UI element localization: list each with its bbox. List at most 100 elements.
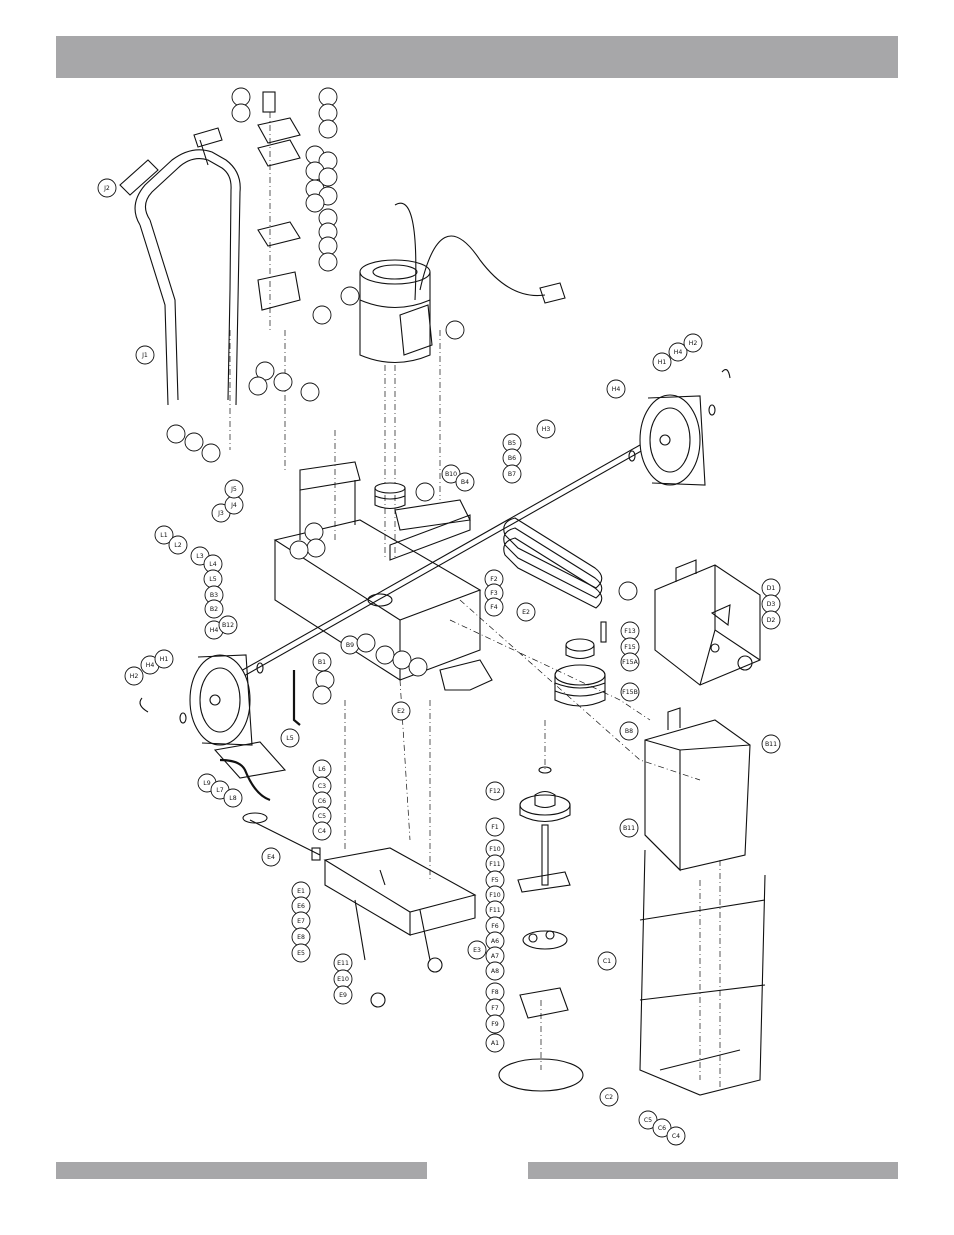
callout-h2: H2 <box>684 334 702 352</box>
callout-l6: L6 <box>313 760 331 778</box>
callout-e2: E2 <box>517 603 535 621</box>
callout-l5: L5 <box>204 570 222 588</box>
callout-blank <box>307 539 325 557</box>
callout-l5: L5 <box>281 729 299 747</box>
callout-text: C4 <box>672 1133 680 1140</box>
callout-blank <box>319 104 337 122</box>
callout-text: F3 <box>490 590 498 597</box>
callout-text: B6 <box>508 455 516 462</box>
callout-text: H4 <box>612 386 621 393</box>
callout-text: A6 <box>491 938 499 945</box>
callout-text: B2 <box>210 606 218 613</box>
callout-a8: A8 <box>486 962 504 980</box>
callout-blank <box>393 651 411 669</box>
callout-blank <box>167 425 185 443</box>
callout-circle <box>619 582 637 600</box>
callout-blank <box>301 383 319 401</box>
handle-assembly <box>120 128 240 405</box>
callout-f11: F11 <box>486 901 504 919</box>
callout-b2: B2 <box>205 600 223 618</box>
callout-blank <box>319 237 337 255</box>
callout-c1: C1 <box>598 952 616 970</box>
callout-f15b: F15B <box>621 683 639 701</box>
callout-circle <box>409 658 427 676</box>
callout-circle <box>232 104 250 122</box>
callout-f13: F13 <box>621 622 639 640</box>
callout-text: E6 <box>297 903 305 910</box>
callout-text: E3 <box>473 947 481 954</box>
callout-text: L8 <box>229 795 236 802</box>
callout-text: F4 <box>490 604 498 611</box>
callout-text: F15 <box>624 644 635 651</box>
callout-e9: E9 <box>334 986 352 1004</box>
callout-text: F10 <box>489 846 500 853</box>
footer-bar-right <box>528 1162 898 1179</box>
callout-circle <box>341 287 359 305</box>
callout-text: B1 <box>318 659 326 666</box>
callout-a1: A1 <box>486 1034 504 1052</box>
callout-circle <box>306 194 324 212</box>
callout-text: H4 <box>210 627 219 634</box>
callout-text: B9 <box>346 642 354 649</box>
callout-blank <box>290 541 308 559</box>
callout-b6: B6 <box>503 449 521 467</box>
callout-text: B7 <box>508 471 516 478</box>
callout-b4: B4 <box>456 473 474 491</box>
callout-text: F8 <box>491 989 499 996</box>
callout-text: J3 <box>217 510 224 517</box>
callout-text: C2 <box>605 1094 613 1101</box>
callout-text: H2 <box>689 340 698 347</box>
callout-blank <box>376 646 394 664</box>
callout-text: L7 <box>216 787 223 794</box>
callout-blank <box>185 433 203 451</box>
callout-circle <box>274 373 292 391</box>
callout-text: E4 <box>267 854 275 861</box>
callout-circle <box>319 237 337 255</box>
callout-circle <box>319 253 337 271</box>
callout-circle <box>319 120 337 138</box>
axle-and-wheels <box>140 370 730 745</box>
callout-h1: H1 <box>155 650 173 668</box>
callout-text: D3 <box>767 601 776 608</box>
callout-circle <box>376 646 394 664</box>
callout-text: F5 <box>491 877 499 884</box>
callout-b7: B7 <box>503 465 521 483</box>
callout-circle <box>416 483 434 501</box>
belt-guard-cover <box>655 560 760 685</box>
callout-circle <box>313 686 331 704</box>
callout-text: E2 <box>397 708 405 715</box>
callout-e4: E4 <box>262 848 280 866</box>
callout-text: B11 <box>623 825 635 832</box>
callout-text: C6 <box>658 1125 666 1132</box>
callout-text: A7 <box>491 953 499 960</box>
motor-pulley <box>375 483 405 509</box>
callout-blank <box>319 88 337 106</box>
callout-text: B8 <box>625 728 633 735</box>
callout-h3: H3 <box>537 420 555 438</box>
callout-circle <box>185 433 203 451</box>
callout-text: L3 <box>196 553 203 560</box>
callout-text: E9 <box>339 992 347 999</box>
callout-text: D1 <box>767 585 776 592</box>
callout-circle <box>249 377 267 395</box>
callout-blank <box>305 523 323 541</box>
drive-belts <box>504 518 602 608</box>
callout-text: F11 <box>489 861 500 868</box>
callout-text: E5 <box>297 950 305 957</box>
callout-circle <box>167 425 185 443</box>
callout-text: F10 <box>489 892 500 899</box>
callout-text: E11 <box>337 960 349 967</box>
callout-h1: H1 <box>653 353 671 371</box>
callout-f12: F12 <box>486 782 504 800</box>
callout-blank <box>319 120 337 138</box>
callout-blank <box>274 373 292 391</box>
callout-text: B4 <box>461 479 469 486</box>
callout-blank <box>232 88 250 106</box>
callout-f1: F1 <box>486 818 504 836</box>
callout-b1: B1 <box>313 653 331 671</box>
callout-blank <box>446 321 464 339</box>
callout-text: L1 <box>160 532 167 539</box>
callout-j1: J1 <box>136 346 154 364</box>
callout-text: H4 <box>146 662 155 669</box>
callout-e10: E10 <box>334 970 352 988</box>
